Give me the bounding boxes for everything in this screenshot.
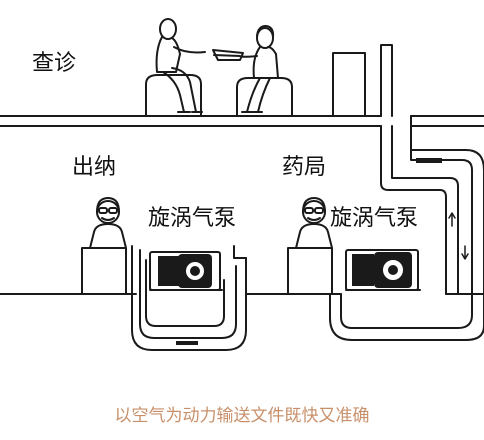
cashier-desk: [81, 247, 127, 295]
vortex-blower-pump-right: [345, 249, 421, 291]
pneumatic-tube: [329, 44, 484, 341]
vortex-pump-label-left: 旋涡气泵: [148, 206, 237, 231]
doctor-figure: [229, 25, 279, 113]
patient-figure: [155, 18, 206, 113]
upper-floor-slab: [0, 115, 484, 127]
pneumatic-tube: [131, 245, 247, 351]
pharmacist-figure: [295, 197, 333, 249]
tube-carrier-upper: [416, 158, 442, 163]
patient-chair: [145, 74, 202, 117]
vortex-pump-label-right: 旋涡气泵: [330, 206, 419, 231]
figure-caption: 以空气为动力输送文件既快又准确: [114, 406, 370, 426]
pharmacy-label: 药局: [282, 155, 327, 180]
upper-station-receiver: [332, 52, 366, 117]
tube-carrier-lower: [176, 341, 198, 345]
pharmacy-desk: [287, 247, 333, 295]
exam-room-label: 查诊: [32, 51, 77, 76]
document-tray: [212, 49, 244, 61]
vortex-blower-pump-left: [149, 251, 223, 291]
cashier-figure: [89, 197, 127, 249]
doctor-chair: [236, 77, 293, 117]
cashier-label: 出纳: [72, 155, 117, 180]
direction-arrows: [448, 212, 469, 260]
